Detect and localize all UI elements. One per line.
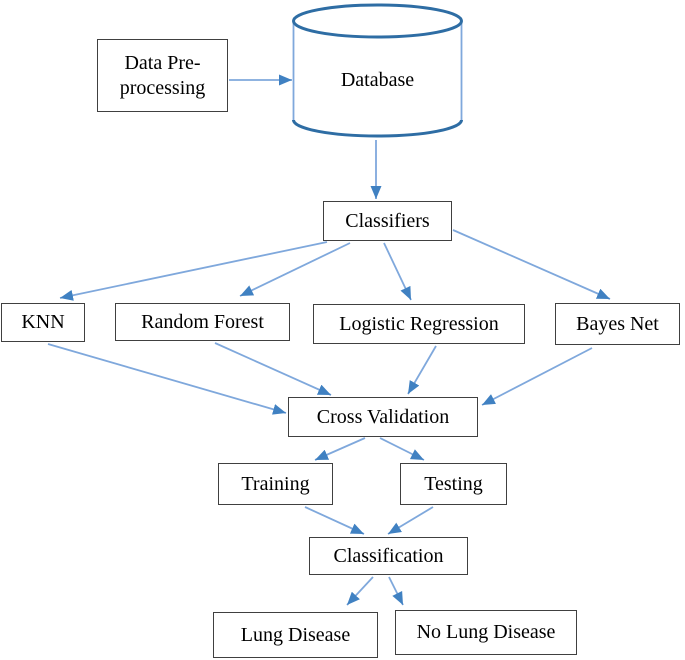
- node-testing: Testing: [400, 463, 507, 505]
- node-logistic-regression: Logistic Regression: [313, 304, 525, 344]
- edge-classification-lung-disease: [346, 576, 374, 606]
- node-random-forest: Random Forest: [115, 303, 290, 341]
- node-database-label: Database: [340, 68, 415, 91]
- edge-random-forest-cross-validation: [214, 342, 332, 396]
- edge-testing-classification: [387, 506, 434, 535]
- node-cross-validation: Cross Validation: [288, 397, 478, 437]
- database-cylinder: [292, 3, 463, 138]
- edge-classifiers-bayes-net: [452, 229, 611, 300]
- edge-logistic-regression-cross-validation: [407, 345, 437, 395]
- node-lung-disease: Lung Disease: [213, 612, 378, 658]
- edge-classification-no-lung-disease: [388, 576, 404, 606]
- edge-knn-cross-validation: [47, 343, 287, 415]
- edge-training-classification: [304, 506, 365, 535]
- edge-cross-validation-testing: [379, 437, 425, 461]
- cylinder-top-ellipse: [292, 3, 463, 39]
- edge-bayes-net-cross-validation: [481, 347, 593, 406]
- node-bayes-net: Bayes Net: [555, 303, 680, 345]
- edge-cross-validation-training: [314, 437, 366, 461]
- node-training: Training: [218, 463, 333, 505]
- edge-classifiers-logistic-regression: [383, 242, 412, 301]
- edge-classifiers-random-forest: [239, 242, 351, 297]
- node-classifiers: Classifiers: [323, 201, 452, 241]
- node-classification: Classification: [309, 537, 468, 575]
- node-data-preprocessing: Data Pre- processing: [97, 39, 228, 112]
- edge-classifiers-knn: [59, 241, 328, 301]
- node-label-line1: Data Pre-: [124, 51, 201, 74]
- node-no-lung-disease: No Lung Disease: [395, 610, 577, 655]
- node-knn: KNN: [1, 303, 85, 342]
- node-label-line2: processing: [119, 76, 206, 99]
